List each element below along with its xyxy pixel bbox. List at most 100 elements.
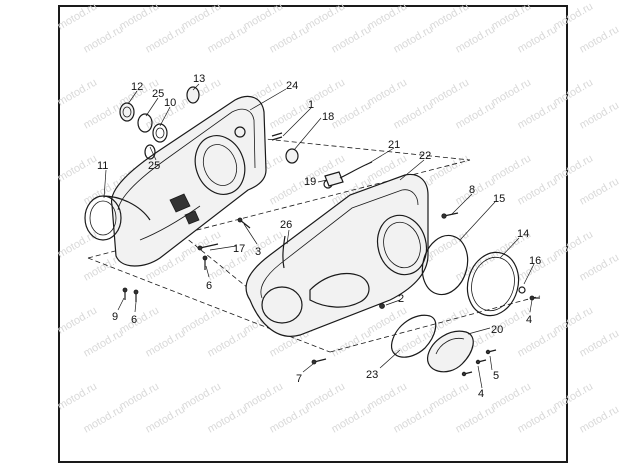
callout-4: 4	[526, 314, 532, 326]
inspection-cover-20	[427, 330, 474, 373]
watermark-text-94: motod.ru	[304, 380, 348, 412]
callout-17: 17	[233, 243, 245, 255]
watermark-text-85: motod.ru	[329, 327, 373, 359]
watermark-text-72: motod.ru	[56, 304, 100, 336]
watermark-text-7: motod.ru	[490, 0, 534, 32]
watermark-text-54: motod.ru	[56, 228, 100, 260]
watermark-text-27: motod.ru	[81, 99, 125, 131]
watermark-text-14: motod.ru	[391, 23, 435, 55]
callout-21: 21	[388, 139, 400, 151]
inner-primary-housing	[245, 173, 429, 337]
watermark-text-6: motod.ru	[428, 0, 472, 32]
watermark-text-65: motod.ru	[205, 251, 249, 283]
callout-26: 26	[280, 219, 292, 231]
watermark-text-74: motod.ru	[180, 304, 224, 336]
watermark-text-8: motod.ru	[552, 0, 596, 32]
watermark-text-89: motod.ru	[577, 327, 621, 359]
watermark-text-12: motod.ru	[267, 23, 311, 55]
dowel-parts	[271, 132, 299, 164]
watermark-text-96: motod.ru	[428, 380, 472, 412]
watermark-text-73: motod.ru	[118, 304, 162, 336]
callout-8: 8	[469, 184, 475, 196]
callout-11: 11	[97, 160, 108, 172]
watermark-text-71: motod.ru	[577, 251, 621, 283]
watermark-text-18: motod.ru	[56, 76, 100, 108]
watermark-text-103: motod.ru	[329, 403, 373, 435]
callout-labels: 12 13 25 10 24 1 18 11 25 21 22 19 8 15 …	[97, 73, 541, 400]
watermark-text-3: motod.ru	[242, 0, 286, 32]
watermark-text-104: motod.ru	[391, 403, 435, 435]
watermark-text-23: motod.ru	[366, 76, 410, 108]
callout-2: 2	[398, 293, 404, 305]
callout-19: 19	[304, 176, 316, 188]
callout-6b: 6	[131, 314, 137, 326]
watermark-text-83: motod.ru	[205, 327, 249, 359]
part-26	[282, 235, 286, 269]
callout-23: 23	[366, 369, 378, 381]
callout-25b: 25	[148, 160, 160, 172]
callout-13: 13	[193, 73, 205, 85]
watermark-text-88: motod.ru	[515, 327, 559, 359]
callout-20: 20	[491, 324, 503, 336]
inspection-gasket-23	[391, 314, 437, 358]
watermark-text-99: motod.ru	[81, 403, 125, 435]
watermark-text-60: motod.ru	[428, 228, 472, 260]
watermark-text-16: motod.ru	[515, 23, 559, 55]
watermark-text-101: motod.ru	[205, 403, 249, 435]
watermark-text-98: motod.ru	[552, 380, 596, 412]
watermark-text-106: motod.ru	[515, 403, 559, 435]
watermark-text-81: motod.ru	[81, 327, 125, 359]
watermark-text-43: motod.ru	[490, 152, 534, 184]
watermark-text-9: motod.ru	[81, 23, 125, 55]
watermark-text-1: motod.ru	[118, 0, 162, 32]
watermark-text-62: motod.ru	[552, 228, 596, 260]
callout-25: 25	[152, 88, 164, 100]
watermark-text-92: motod.ru	[180, 380, 224, 412]
callout-1: 1	[308, 99, 314, 111]
callout-24: 24	[286, 80, 298, 92]
callout-22: 22	[419, 150, 431, 162]
callout-5: 5	[493, 370, 499, 382]
watermark-text-15: motod.ru	[453, 23, 497, 55]
watermark-text-24: motod.ru	[428, 76, 472, 108]
watermark-text-32: motod.ru	[391, 99, 435, 131]
callout-3: 3	[255, 246, 261, 258]
leader-lines	[103, 83, 535, 389]
watermark-text-44: motod.ru	[552, 152, 596, 184]
watermark-text-91: motod.ru	[118, 380, 162, 412]
watermark-text-53: motod.ru	[577, 175, 621, 207]
watermark-text-17: motod.ru	[577, 23, 621, 55]
watermark-text-33: motod.ru	[453, 99, 497, 131]
callout-6: 6	[206, 280, 212, 292]
watermark-text-11: motod.ru	[205, 23, 249, 55]
watermark-text-93: motod.ru	[242, 380, 286, 412]
small-parts-top	[119, 86, 200, 160]
watermark-text-13: motod.ru	[329, 23, 373, 55]
callout-7: 7	[296, 373, 302, 385]
watermark-text-25: motod.ru	[490, 76, 534, 108]
watermark-text-69: motod.ru	[453, 251, 497, 283]
watermark-text-35: motod.ru	[577, 99, 621, 131]
watermark-text-26: motod.ru	[552, 76, 596, 108]
callout-4b: 4	[478, 388, 484, 400]
watermark-text-42: motod.ru	[428, 152, 472, 184]
watermark-text-36: motod.ru	[56, 152, 100, 184]
watermark-text-100: motod.ru	[143, 403, 187, 435]
watermark-text-80: motod.ru	[552, 304, 596, 336]
outer-primary-cover	[110, 95, 267, 267]
watermark-text-82: motod.ru	[143, 327, 187, 359]
watermark-text-31: motod.ru	[329, 99, 373, 131]
callout-10: 10	[164, 97, 176, 109]
watermark-text-77: motod.ru	[366, 304, 410, 336]
watermark-text-102: motod.ru	[267, 403, 311, 435]
watermark-text-30: motod.ru	[267, 99, 311, 131]
watermark-text-51: motod.ru	[453, 175, 497, 207]
fasteners	[122, 212, 540, 377]
callout-18: 18	[322, 111, 334, 123]
watermark-text-5: motod.ru	[366, 0, 410, 32]
watermark-text-10: motod.ru	[143, 23, 187, 55]
callout-14: 14	[517, 228, 529, 240]
watermark-text-0: motod.ru	[56, 0, 100, 32]
callout-12: 12	[131, 81, 143, 93]
